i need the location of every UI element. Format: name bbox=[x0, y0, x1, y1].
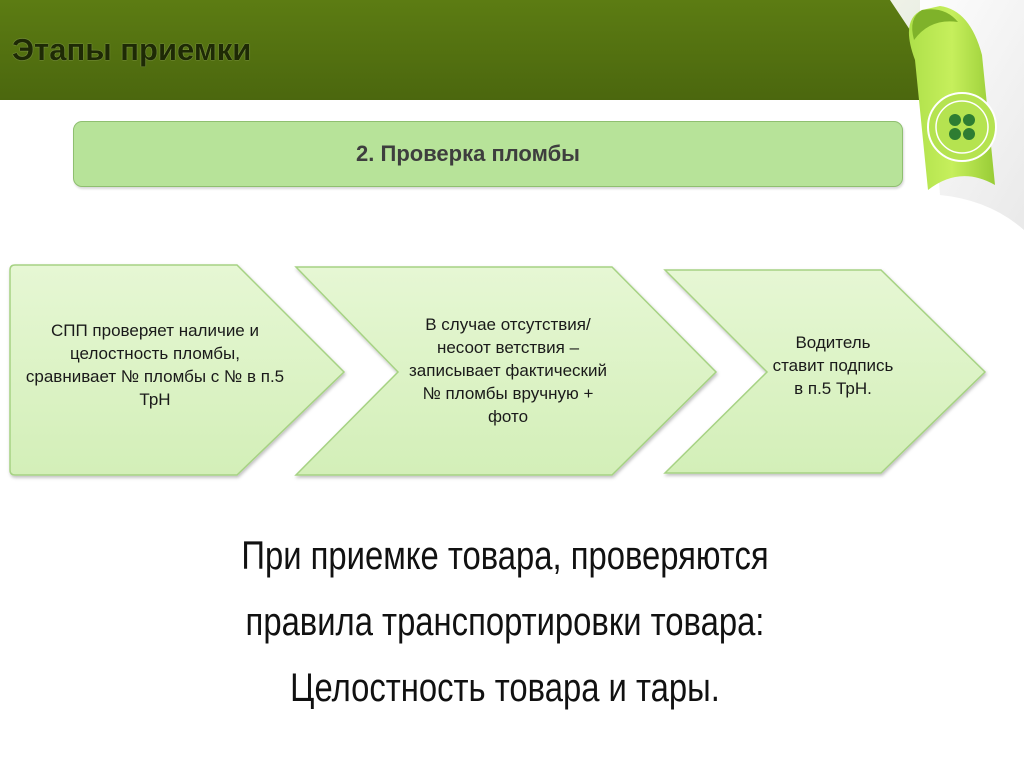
process-chevrons bbox=[9, 264, 987, 476]
step-1-shape bbox=[9, 264, 346, 476]
main-text-line-1: При приемке товара, проверяются bbox=[241, 534, 769, 578]
four-leaf-clover-icon bbox=[927, 92, 997, 162]
step-2-text: В случае отсутствия/несоот ветствия – за… bbox=[409, 314, 607, 426]
logo-ribbon bbox=[890, 0, 1024, 230]
header-bar bbox=[0, 0, 920, 100]
subtitle-box: 2. Проверка пломбы bbox=[73, 121, 903, 187]
main-text: При приемке товара, проверяются правила … bbox=[124, 523, 887, 721]
subtitle-text: 2. Проверка пломбы bbox=[356, 141, 580, 166]
page-title: Этапы приемки bbox=[12, 32, 252, 67]
main-text-line-2: правила транспортировки товара: bbox=[245, 600, 765, 644]
step-2-shape bbox=[294, 266, 718, 476]
step-1-text: СПП проверяет наличие и целостность плом… bbox=[25, 321, 285, 409]
step-3-text: Водитель ставит подпись в п.5 ТрН. bbox=[772, 332, 894, 398]
step-3-shape bbox=[663, 269, 987, 474]
main-text-line-3: Целостность товара и тары. bbox=[290, 666, 720, 710]
